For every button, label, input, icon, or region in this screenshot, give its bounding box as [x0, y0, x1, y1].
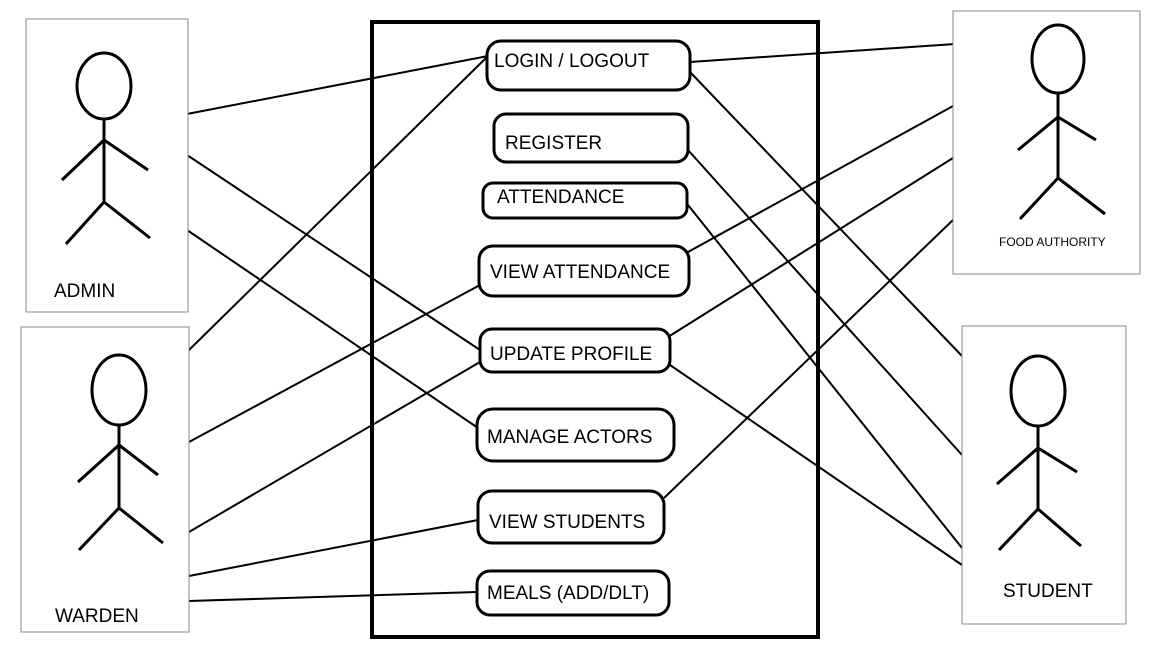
- use-case-view-attendance: VIEW ATTENDANCE: [477, 244, 691, 298]
- assoc-warden-meals: [188, 591, 478, 602]
- warden-frame: [20, 326, 190, 633]
- assoc-food-view-students: [663, 219, 954, 499]
- assoc-food-view-attendance: [687, 105, 954, 253]
- assoc-warden-view-students: [188, 519, 479, 577]
- use-case-update-profile-label: UPDATE PROFILE: [490, 344, 652, 365]
- use-case-login-label: LOGIN / LOGOUT: [494, 51, 650, 72]
- student-frame: [961, 325, 1127, 625]
- assoc-admin-login: [186, 55, 489, 115]
- food-authority-frame: [952, 10, 1141, 275]
- assoc-warden-update-profile: [188, 361, 481, 533]
- warden-label: WARDEN: [55, 606, 139, 627]
- use-case-register-label: REGISTER: [505, 133, 602, 154]
- use-case-view-students: VIEW STUDENTS: [476, 489, 666, 545]
- assoc-warden-login: [188, 55, 489, 351]
- assoc-admin-update-profile: [186, 154, 481, 351]
- assoc-student-attendance: [687, 204, 963, 549]
- use-case-meals: MEALS (ADD/DLT): [475, 569, 671, 617]
- admin-frame: [25, 18, 189, 313]
- use-case-login: LOGIN / LOGOUT: [485, 39, 692, 92]
- warden-figure-icon: [76, 353, 164, 552]
- admin-label: ADMIN: [54, 281, 115, 302]
- use-case-manage-actors: MANAGE ACTORS: [475, 407, 676, 463]
- food-authority-figure-icon: [1017, 23, 1106, 221]
- system-boundary: [370, 20, 820, 639]
- student-label: STUDENT: [1003, 581, 1093, 602]
- assoc-student-register: [687, 149, 963, 456]
- associations: [186, 43, 963, 602]
- use-case-meals-label: MEALS (ADD/DLT): [487, 583, 649, 604]
- student-figure-icon: [996, 354, 1082, 552]
- use-case-view-attendance-label: VIEW ATTENDANCE: [490, 262, 670, 283]
- use-case-register: REGISTER: [492, 112, 690, 164]
- assoc-student-login: [689, 71, 963, 357]
- food-authority-label: FOOD AUTHORITY: [999, 235, 1106, 249]
- assoc-warden-view-attendance: [188, 284, 481, 443]
- use-case-manage-actors-label: MANAGE ACTORS: [487, 427, 652, 448]
- assoc-food-login: [689, 43, 956, 63]
- use-case-attendance-label: ATTENDANCE: [497, 187, 624, 208]
- use-case-view-students-label: VIEW STUDENTS: [489, 512, 645, 533]
- use-case-attendance: ATTENDANCE: [481, 181, 689, 220]
- admin-figure-icon: [60, 51, 151, 246]
- assoc-admin-manage-actors: [186, 229, 479, 429]
- use-case-update-profile: UPDATE PROFILE: [478, 327, 672, 374]
- assoc-food-update-profile: [667, 157, 954, 338]
